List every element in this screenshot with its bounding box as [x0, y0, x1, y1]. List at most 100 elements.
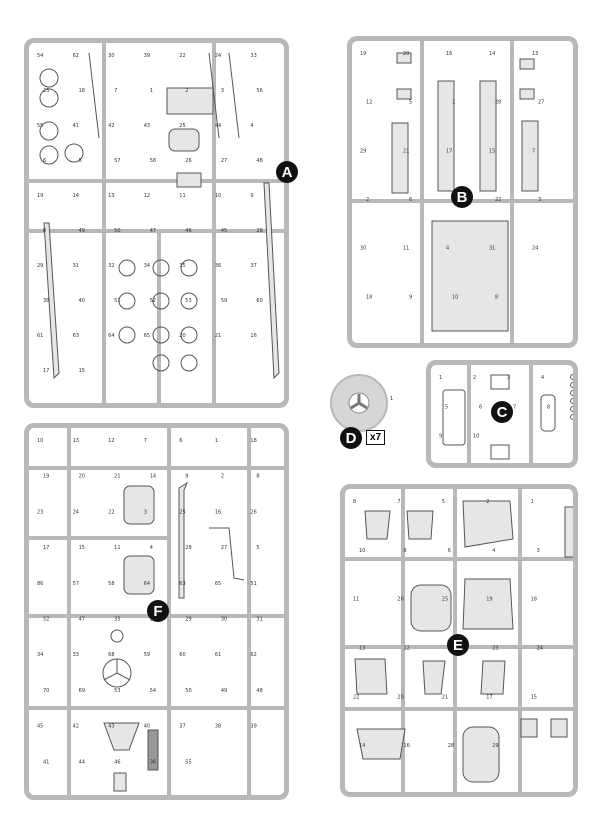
- part-number-label: 43: [108, 724, 114, 730]
- part-number-label: 69: [79, 688, 85, 694]
- part-number-label: 47: [79, 617, 85, 623]
- part-number-label: 23: [37, 509, 43, 515]
- part-number-label: 33: [250, 53, 256, 59]
- part-number-label: 22: [179, 53, 185, 59]
- part-number-label: 8: [353, 499, 356, 505]
- part-number-label: 25: [179, 123, 185, 129]
- part-number-label: 64: [108, 333, 114, 339]
- sprue-d-count: x7: [366, 430, 386, 445]
- part-number-label: 18: [531, 597, 537, 603]
- part-number-label: 2: [366, 197, 369, 203]
- part-number-label: 40: [79, 298, 85, 304]
- part-number-label: 27: [538, 100, 544, 106]
- part-number-label: 9: [439, 434, 442, 440]
- part-number-label: 9: [403, 548, 406, 554]
- part-number-label: 30: [221, 617, 227, 623]
- part-number-label: 40: [144, 724, 150, 730]
- part-number-label: 54: [37, 53, 43, 59]
- part-number-label: 5: [445, 404, 448, 410]
- part-number-label: 1: [439, 375, 442, 381]
- part-number-label: 5: [256, 545, 259, 551]
- part-number-label: 48: [256, 158, 262, 164]
- part-number-label: 52: [150, 298, 156, 304]
- part-number-label: 43: [144, 123, 150, 129]
- part-number-label: 61: [37, 333, 43, 339]
- part-number-label: 63: [73, 333, 79, 339]
- part-number-label: 34: [144, 263, 150, 269]
- part-number-label: 31: [256, 617, 262, 623]
- part-number-label: 54: [150, 688, 156, 694]
- part-number-label: 70: [43, 688, 49, 694]
- part-number-label: 17: [43, 545, 49, 551]
- part-number-label: 7: [532, 148, 535, 154]
- part-number-label: 7: [114, 88, 117, 94]
- part-number-label: 45: [221, 228, 227, 234]
- sprue-d-badge: D: [340, 427, 362, 449]
- part-number-label: 27: [221, 158, 227, 164]
- part-number-label: 22: [495, 197, 501, 203]
- part-number-label: 41: [43, 759, 49, 765]
- part-number-label: 5: [409, 100, 412, 106]
- part-number-label: 28: [256, 228, 262, 234]
- part-number-label: 60: [179, 652, 185, 658]
- part-number-label: 4: [492, 548, 495, 554]
- part-number-label: 86: [37, 581, 43, 587]
- part-number-label: 65: [144, 333, 150, 339]
- part-number-label: 39: [144, 53, 150, 59]
- sprue-e-badge: E: [447, 634, 469, 656]
- part-number-label: 49: [221, 688, 227, 694]
- part-number-label: 10: [37, 438, 43, 444]
- part-number-label: 20: [79, 474, 85, 480]
- part-number-label: 28: [448, 743, 454, 749]
- part-number-label: 34: [37, 652, 43, 658]
- part-number-label: 11: [403, 246, 409, 252]
- part-number-label: 19: [360, 51, 366, 57]
- part-number-label: 16: [250, 333, 256, 339]
- part-number-label: 7: [397, 499, 400, 505]
- part-number-label: 19: [37, 193, 43, 199]
- part-number-label: 20: [397, 694, 403, 700]
- part-number-label: 22: [108, 509, 114, 515]
- part-number-label: 59: [144, 652, 150, 658]
- part-number-label: 8: [495, 294, 498, 300]
- part-number-label: 11: [114, 545, 120, 551]
- part-number-label: 35: [114, 617, 120, 623]
- part-number-label: 1: [452, 100, 455, 106]
- part-number-label: 56: [256, 88, 262, 94]
- part-number-label: 48: [256, 688, 262, 694]
- part-number-label: 5: [442, 499, 445, 505]
- part-number-label: 14: [150, 474, 156, 480]
- part-number-label: 14: [73, 193, 79, 199]
- part-number-label: 3: [538, 197, 541, 203]
- part-number-label: 2: [473, 375, 476, 381]
- part-number-label: 13: [532, 51, 538, 57]
- part-number-label: 9: [409, 294, 412, 300]
- part-number-label: 30: [108, 53, 114, 59]
- part-number-label: 13: [108, 193, 114, 199]
- part-number-label: 36: [150, 759, 156, 765]
- part-number-label: 26: [185, 158, 191, 164]
- part-number-label: 38: [215, 724, 221, 730]
- part-number-label: 50: [114, 228, 120, 234]
- part-number-label: 62: [250, 652, 256, 658]
- part-number-label: 53: [185, 298, 191, 304]
- part-number-label: 44: [79, 759, 85, 765]
- part-number-label: 25: [442, 597, 448, 603]
- part-number-label: 16: [446, 51, 452, 57]
- sprue-f-badge: F: [147, 600, 169, 622]
- sprue-d-hub: [348, 392, 370, 414]
- part-number-label: 21: [215, 333, 221, 339]
- sprue-d-label: 1: [390, 396, 394, 402]
- part-number-label: 61: [215, 652, 221, 658]
- part-number-label: 36: [215, 263, 221, 269]
- part-number-label: 3: [221, 88, 224, 94]
- part-number-label: 15: [531, 694, 537, 700]
- part-number-label: 18: [79, 88, 85, 94]
- part-number-label: 12: [144, 193, 150, 199]
- part-number-label: 37: [179, 724, 185, 730]
